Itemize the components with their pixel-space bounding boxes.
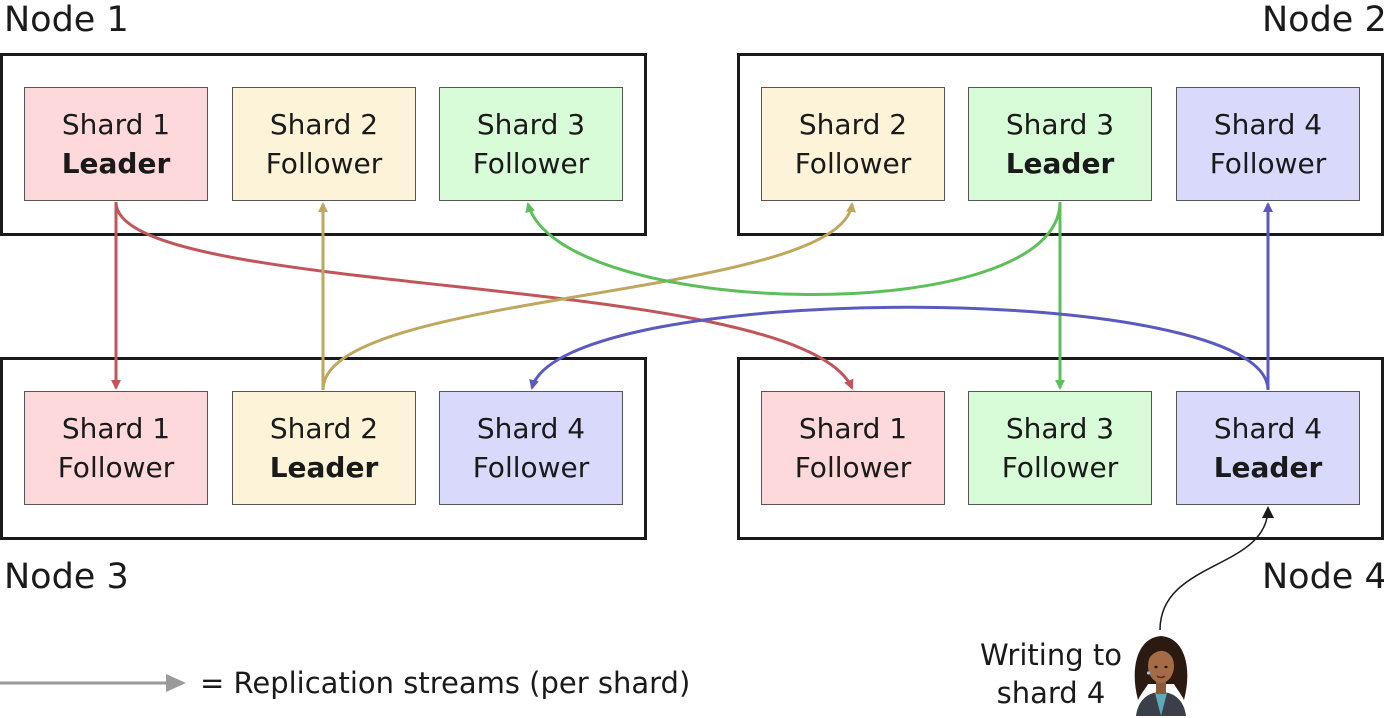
writer-label-line-2: shard 4 [996, 676, 1106, 710]
shard-role: Follower [472, 147, 590, 180]
node-2-label: Node 2 [1262, 0, 1384, 40]
shard-role: Leader [61, 147, 171, 180]
shard-role: Follower [1209, 147, 1327, 180]
writer-label-line-1: Writing to [980, 638, 1122, 672]
node-4-label: Node 4 [1262, 557, 1384, 597]
writer-arrow [1159, 506, 1274, 631]
node-3-label: Node 3 [4, 557, 129, 597]
shard-name: Shard 2 [269, 412, 379, 445]
shard-role: Leader [269, 451, 379, 484]
shard-name: Shard 1 [798, 412, 908, 445]
shard-name: Shard 4 [476, 412, 586, 445]
shard-role: Follower [794, 147, 912, 180]
person-icon [1134, 636, 1188, 716]
node-2-shard-2-follower: Shard 2 Follower [761, 87, 945, 201]
writer-label: Writing to shard 4 [975, 636, 1127, 712]
shard-name: Shard 4 [1213, 412, 1323, 445]
node-4-shard-4-leader: Shard 4 Leader [1176, 391, 1360, 505]
legend-label: = Replication streams (per shard) [200, 666, 691, 700]
shard-name: Shard 1 [61, 108, 171, 141]
shard-role: Follower [265, 147, 383, 180]
node-3-shard-2-leader: Shard 2 Leader [232, 391, 416, 505]
shard-4-stream-to-node-3 [529, 305, 1270, 391]
shard-role: Leader [1005, 147, 1115, 180]
shard-role: Follower [57, 451, 175, 484]
shard-name: Shard 2 [269, 108, 379, 141]
node-2-shard-4-follower: Shard 4 Follower [1176, 87, 1360, 201]
shard-3-stream-to-node-1 [525, 201, 1062, 296]
node-1-shard-1-leader: Shard 1 Leader [24, 87, 208, 201]
shard-role: Follower [1001, 451, 1119, 484]
node-4-shard-1-follower: Shard 1 Follower [761, 391, 945, 505]
node-1-shard-2-follower: Shard 2 Follower [232, 87, 416, 201]
shard-role: Leader [1213, 451, 1323, 484]
node-1-shard-3-follower: Shard 3 Follower [439, 87, 623, 201]
node-4-shard-3-follower: Shard 3 Follower [968, 391, 1152, 505]
node-1-label: Node 1 [4, 0, 129, 40]
shard-2-stream-to-node-2 [321, 202, 856, 391]
node-3-shard-1-follower: Shard 1 Follower [24, 391, 208, 505]
shard-name: Shard 2 [798, 108, 908, 141]
shard-1-stream-to-node-4 [114, 201, 854, 390]
node-2-shard-3-leader: Shard 3 Leader [968, 87, 1152, 201]
node-3-shard-4-follower: Shard 4 Follower [439, 391, 623, 505]
shard-name: Shard 3 [476, 108, 586, 141]
shard-name: Shard 3 [1005, 412, 1115, 445]
shard-role: Follower [472, 451, 590, 484]
shard-name: Shard 3 [1005, 108, 1115, 141]
shard-role: Follower [794, 451, 912, 484]
shard-name: Shard 4 [1213, 108, 1323, 141]
shard-name: Shard 1 [61, 412, 171, 445]
